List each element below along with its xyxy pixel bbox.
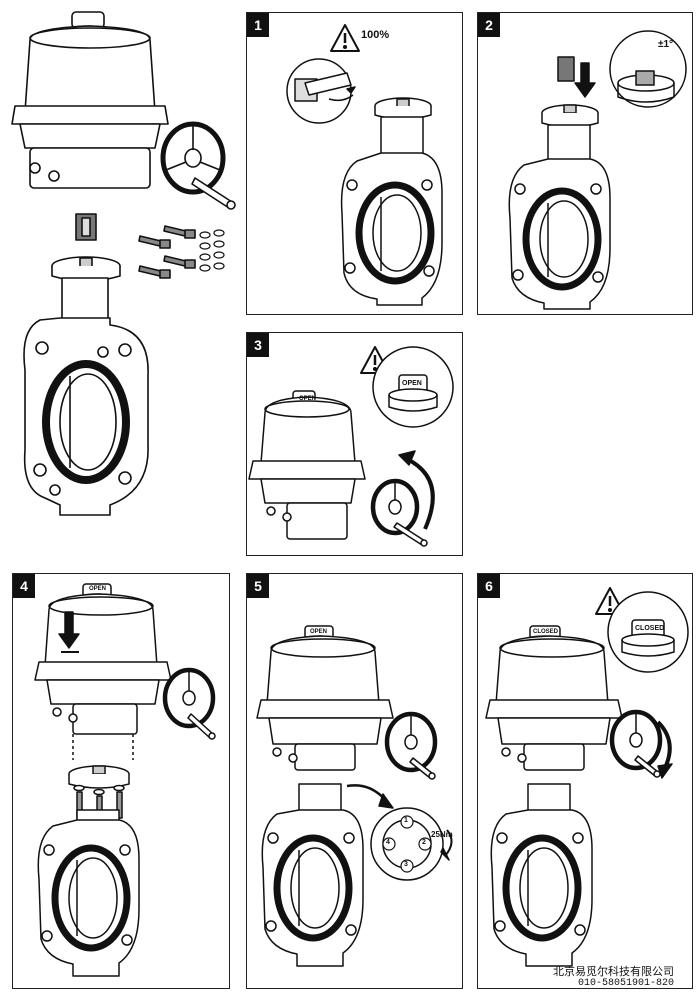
mounting-bolts bbox=[138, 225, 196, 279]
company-phone: 010-58051901-820 bbox=[577, 978, 674, 989]
bolt-number-4: 4 bbox=[386, 839, 390, 846]
alignment-tolerance-label: ±1° bbox=[658, 39, 674, 50]
position-indicator-label: OPEN bbox=[310, 629, 328, 635]
valve-disc bbox=[59, 373, 117, 471]
actuator-cover bbox=[24, 25, 156, 120]
step-number: 4 bbox=[13, 574, 35, 598]
step-number: 5 bbox=[247, 574, 269, 598]
step-2-panel: 2 ±1° bbox=[477, 12, 693, 315]
step-number: 2 bbox=[478, 13, 500, 37]
washers bbox=[73, 784, 125, 796]
step-5-panel: 5 bbox=[246, 573, 463, 989]
actuator-cover bbox=[44, 593, 158, 673]
washers bbox=[199, 229, 225, 272]
zoom-indicator-label: CLOSED bbox=[635, 625, 665, 632]
bolt-number-3: 3 bbox=[404, 861, 408, 868]
down-arrow-icon bbox=[58, 611, 80, 649]
bolt-sequence-markers bbox=[382, 815, 432, 873]
down-arrow-icon bbox=[574, 62, 596, 98]
position-indicator-label: OPEN bbox=[89, 586, 107, 592]
bolt-number-1: 1 bbox=[404, 817, 408, 824]
step-number: 1 bbox=[247, 13, 269, 37]
actuator-cover bbox=[260, 396, 356, 470]
handwheel bbox=[162, 667, 216, 740]
step-number: 6 bbox=[478, 574, 500, 598]
position-indicator-label: CLOSED bbox=[533, 629, 559, 635]
step-4-panel: 4 bbox=[12, 573, 230, 989]
coupling-adapter bbox=[557, 56, 575, 82]
bolt-pattern-zoom-detail bbox=[370, 807, 444, 881]
handwheel bbox=[370, 478, 428, 547]
overview-exploded-view bbox=[11, 11, 236, 516]
handwheel bbox=[160, 121, 236, 210]
actuator-cover bbox=[495, 635, 609, 711]
rotate-arrow-icon bbox=[406, 457, 435, 530]
torque-value-label: 25Nm bbox=[431, 830, 453, 839]
step-number: 3 bbox=[247, 333, 269, 357]
torque-percent-label: 100% bbox=[361, 29, 390, 41]
actuator-cover bbox=[266, 635, 380, 711]
zoom-indicator-label: OPEN bbox=[402, 380, 422, 387]
step-3-panel: 3 bbox=[246, 332, 463, 556]
step-6-panel: 6 bbox=[477, 573, 693, 989]
company-name: 北京易觅尔科技有限公司 bbox=[553, 966, 674, 978]
bolt-number-2: 2 bbox=[422, 839, 426, 846]
step-1-panel: 1 100% bbox=[246, 12, 463, 315]
handwheel bbox=[384, 711, 438, 780]
position-indicator-label: OPEN bbox=[299, 396, 317, 402]
handwheel bbox=[609, 709, 663, 778]
